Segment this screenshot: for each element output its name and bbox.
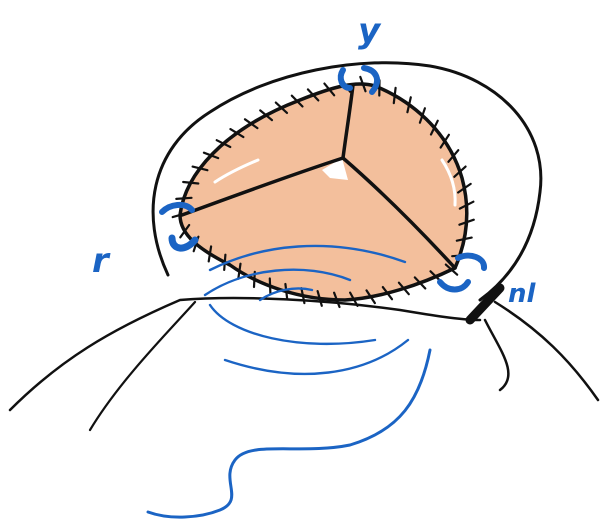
blue-suture-tail — [148, 350, 430, 517]
base-outline-right — [485, 320, 508, 390]
suture-stitch — [270, 279, 271, 294]
base-edge-inner — [90, 302, 195, 430]
tissue-area — [180, 84, 467, 300]
suture-stitch — [176, 198, 191, 199]
base-outline-far-right — [495, 302, 598, 400]
base-outline-left — [10, 298, 480, 410]
blue-arc-4 — [225, 340, 408, 374]
label-top: y — [358, 11, 382, 51]
marker-right-top — [458, 256, 484, 268]
blue-arc-3 — [210, 305, 375, 344]
marker-right-bottom — [440, 282, 468, 290]
marker-left-bottom — [172, 238, 195, 248]
label-right: nl — [508, 279, 537, 309]
label-left: r — [92, 241, 111, 281]
commissure-band — [470, 288, 500, 320]
suture-stitch — [183, 182, 198, 184]
marker-top-left — [341, 70, 350, 88]
